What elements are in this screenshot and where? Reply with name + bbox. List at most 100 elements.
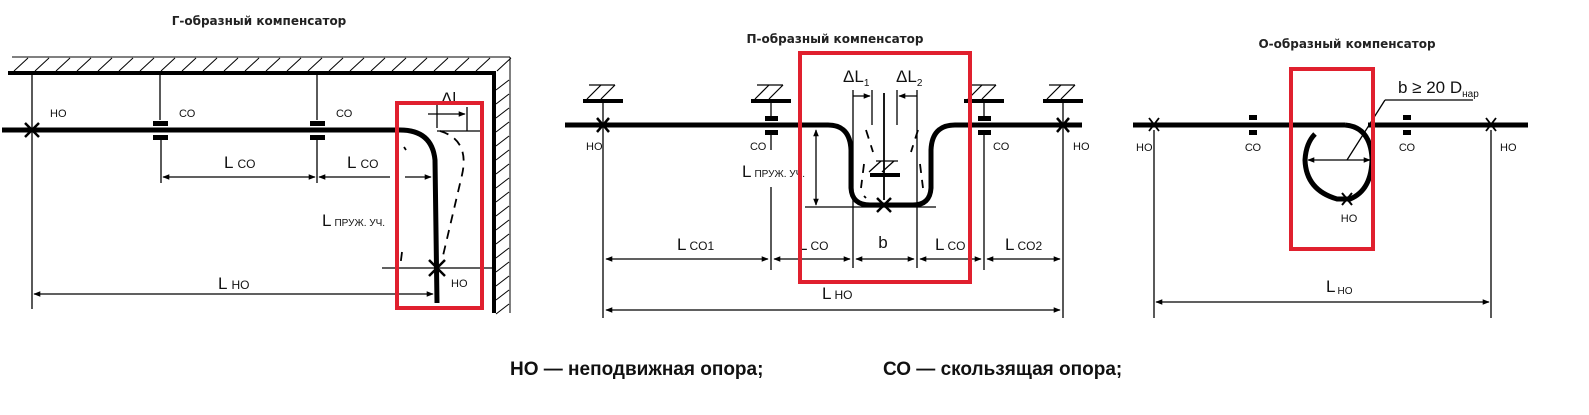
legend-sliding-support: СО — скользящая опора; (883, 359, 1122, 380)
hatch-line (202, 57, 218, 72)
g-shape-highlight-box (395, 101, 484, 310)
b-condition-label: b ≥ 20 Dнар (1398, 78, 1479, 100)
hatch-line (495, 233, 510, 245)
hatch-line (495, 205, 510, 217)
hatch-line (495, 121, 510, 133)
g-pipe-deformed (439, 130, 465, 261)
o-fixed-support-loop-icon (1341, 192, 1353, 206)
hatch-line (1046, 84, 1062, 100)
hatch-line (181, 57, 197, 72)
hatch-line (370, 57, 386, 72)
o-shape-title: О-образный компенсатор (1258, 37, 1436, 51)
hatch-line (495, 177, 510, 189)
o-shape-highlight-box (1289, 67, 1375, 251)
p-fixed-support-right-label: НО (1073, 141, 1090, 153)
hatch-line (412, 57, 428, 72)
o-loop (1302, 122, 1375, 202)
p-pipe (565, 122, 1082, 208)
right-wall (492, 57, 511, 315)
fixed-support-bottom-label: НО (451, 278, 468, 290)
hatch-line (495, 93, 510, 105)
o-fixed-support-right-label: НО (1500, 142, 1517, 154)
hatch-line (97, 57, 113, 72)
g-shape-diagram: Г-образный компенсатор НО (2, 14, 512, 315)
p-shape-highlight-box (798, 51, 972, 284)
hatch-line (223, 57, 239, 72)
p-fixed-support-left-label: НО (586, 141, 603, 153)
hatch-line (495, 79, 510, 91)
p-sliding-support-left-label: СО (750, 141, 767, 153)
p-shape-title: П-образный компенсатор (747, 32, 924, 46)
hatch-line (1060, 84, 1076, 100)
hatch-line (495, 107, 510, 119)
delta-l2-label: ΔL2 (896, 67, 923, 89)
hatch-line (349, 57, 365, 72)
g-shape-title: Г-образный компенсатор (172, 14, 347, 28)
delta-l1-label: ΔL1 (843, 67, 870, 89)
sliding-support-1-label: СО (179, 108, 196, 120)
hatch-line (495, 275, 510, 287)
p-sliding-support-left-icon (765, 103, 778, 270)
hatch-line (495, 163, 510, 175)
o-fixed-support-left-label: НО (1136, 142, 1153, 154)
hatch-line (244, 57, 260, 72)
sliding-support-2-icon (310, 121, 325, 183)
hatch-line (160, 57, 176, 72)
o-sliding-support-right-label: СО (1399, 142, 1416, 154)
hatch-line (495, 289, 510, 301)
hatch-line (475, 57, 491, 72)
o-fixed-support-loop-label: НО (1341, 213, 1358, 225)
hatch-line (391, 57, 407, 72)
hatch-line (495, 219, 510, 231)
ceiling-wall (8, 56, 512, 75)
p-fixed-support-center-icon (876, 197, 892, 213)
sliding-support-2-label: СО (336, 108, 353, 120)
o-sliding-support-right-icon (1403, 115, 1411, 135)
p-shape-diagram: П-образный компенсатор НО (565, 32, 1090, 318)
hatch-line (981, 84, 997, 100)
hatch-line (495, 303, 510, 315)
hatch-line (265, 57, 281, 72)
hatch-line (754, 84, 770, 100)
hatch-line (454, 57, 470, 72)
hatch-line (495, 247, 510, 259)
anchor-plate-icon (583, 84, 623, 103)
hatch-line (600, 84, 616, 100)
hatch-line (76, 57, 92, 72)
hatch-line (13, 57, 29, 72)
hatch-line (286, 57, 302, 72)
fixed-support-left-icon (24, 122, 40, 138)
g-pipe (2, 127, 440, 304)
hatch-line (495, 261, 510, 273)
p-sliding-support-right-label: СО (993, 141, 1010, 153)
hatch-line (55, 57, 71, 72)
anchor-plate-icon (751, 84, 791, 103)
hatch-line (768, 84, 784, 100)
hatch-line (118, 57, 134, 72)
p-sliding-support-right-icon (978, 103, 991, 270)
o-shape-diagram: О-образный компенсатор b ≥ 20 Dнар НО НО… (1133, 37, 1528, 318)
p-fixed-support-left-icon (595, 100, 610, 318)
o-sliding-support-left-label: СО (1245, 142, 1262, 154)
fixed-support-bottom-icon (428, 259, 446, 277)
p-fixed-support-right-icon (1056, 103, 1070, 318)
o-fixed-support-left-icon (1148, 117, 1160, 318)
hatch-line (328, 57, 344, 72)
legend-fixed-support: НО — неподвижная опора; (510, 359, 763, 380)
hatch-line (495, 191, 510, 203)
hatch-line (139, 57, 155, 72)
hatch-line (307, 57, 323, 72)
b-label: b (878, 233, 887, 252)
hatch-line (495, 149, 510, 161)
